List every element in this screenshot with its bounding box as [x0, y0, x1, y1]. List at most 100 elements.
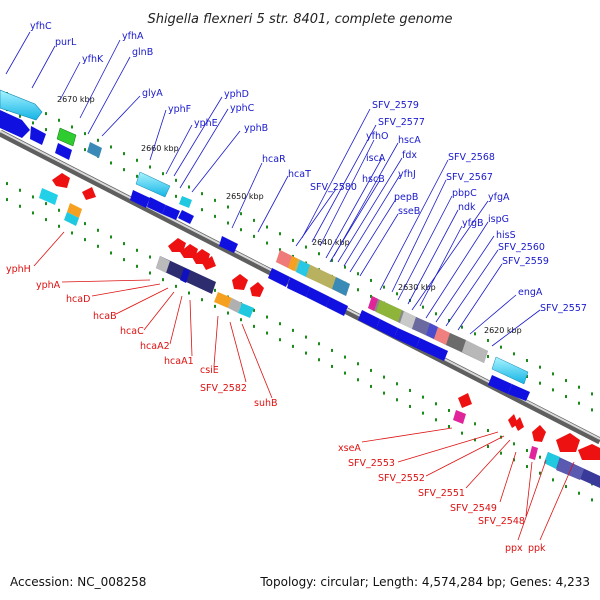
- scale-tick: [357, 288, 359, 292]
- scale-tick: [487, 444, 489, 448]
- scale-tick: [149, 271, 151, 275]
- gene-label: ispG: [488, 214, 509, 225]
- scale-tick: [539, 455, 541, 459]
- scale-tick: [253, 308, 255, 312]
- feature-arrow-forward: [268, 268, 290, 287]
- scale-tick: [240, 212, 242, 216]
- scale-tick: [357, 378, 359, 382]
- feature-arrow-forward: [30, 126, 46, 145]
- gene-label: SFV_2551: [418, 488, 465, 499]
- gene-label: hcaT: [288, 169, 311, 180]
- scale-tick: [292, 344, 294, 348]
- scale-tick: [253, 324, 255, 328]
- scale-tick: [84, 132, 86, 136]
- scale-tick: [396, 292, 398, 296]
- feature-arrow-forward: [416, 338, 448, 361]
- scale-tick: [45, 128, 47, 132]
- scale-tick: [71, 125, 73, 129]
- scale-tick: [487, 428, 489, 432]
- gene-label: SFV_2582: [200, 383, 247, 394]
- scale-tick: [266, 331, 268, 335]
- gene-label: SFV_2557: [540, 303, 587, 314]
- gene-label: hcaB: [93, 311, 117, 322]
- scale-tick: [136, 248, 138, 252]
- scale-label: 2650 kbp: [226, 192, 264, 201]
- scale-tick: [357, 272, 359, 276]
- scale-tick: [474, 332, 476, 336]
- gene-label: purL: [55, 37, 77, 48]
- gene-label: suhB: [254, 398, 278, 409]
- scale-tick: [97, 228, 99, 232]
- scale-tick: [201, 298, 203, 302]
- feature-block-cyan: [39, 188, 58, 205]
- scale-tick: [84, 238, 86, 242]
- scale-tick: [331, 258, 333, 262]
- scale-tick: [318, 252, 320, 256]
- scale-tick: [123, 168, 125, 172]
- scale-tick: [188, 291, 190, 295]
- feature-block-cyan: [0, 89, 43, 121]
- scale-tick: [292, 238, 294, 242]
- gene-label: glyA: [142, 88, 163, 99]
- scale-tick: [344, 355, 346, 359]
- gene-label: yfhK: [82, 54, 104, 65]
- gene-label: yphH: [6, 264, 31, 275]
- scale-tick: [45, 202, 47, 206]
- scale-tick: [188, 185, 190, 189]
- scale-tick: [552, 478, 554, 482]
- scale-tick: [539, 365, 541, 369]
- scale-tick: [279, 248, 281, 252]
- scale-tick: [448, 318, 450, 322]
- scale-tick: [539, 381, 541, 385]
- gene-label: yphF: [168, 104, 191, 115]
- feature-arrow-forward: [178, 210, 194, 224]
- gene-label: SFV_2548: [478, 516, 525, 527]
- scale-tick: [97, 244, 99, 248]
- scale-tick: [32, 211, 34, 215]
- scale-tick: [513, 458, 515, 462]
- scale-tick: [526, 375, 528, 379]
- gene-label: yfhC: [30, 21, 52, 32]
- scale-tick: [422, 395, 424, 399]
- scale-tick: [422, 411, 424, 415]
- gene-label: SFV_2549: [450, 503, 497, 514]
- scale-tick: [565, 485, 567, 489]
- scale-tick: [448, 408, 450, 412]
- gene-label: engA: [518, 287, 543, 298]
- scale-tick: [409, 388, 411, 392]
- gene-label: SFV_2553: [348, 458, 395, 469]
- scale-tick: [240, 228, 242, 232]
- scale-tick: [110, 161, 112, 165]
- feature-arrow-reverse: [514, 417, 524, 431]
- feature-arrow-forward: [306, 287, 330, 307]
- scale-label: 2660 kbp: [141, 144, 179, 153]
- gene-label: SFV_2579: [372, 100, 419, 111]
- feature-arrow-forward: [55, 143, 72, 160]
- scale-tick: [84, 222, 86, 226]
- scale-tick: [84, 148, 86, 152]
- gene-label: hcaD: [66, 294, 90, 305]
- scale-tick: [123, 242, 125, 246]
- scale-tick: [370, 384, 372, 388]
- feature-block-magenta: [529, 446, 538, 460]
- gene-label: glnB: [132, 47, 153, 58]
- gene-label: pbpC: [452, 188, 477, 199]
- feature-arrow-reverse: [532, 425, 546, 442]
- feature-arrow-forward: [147, 197, 166, 214]
- scale-tick: [474, 422, 476, 426]
- scale-tick: [240, 318, 242, 322]
- scale-tick: [110, 235, 112, 239]
- scale-tick: [123, 258, 125, 262]
- scale-tick: [110, 251, 112, 255]
- scale-tick: [487, 338, 489, 342]
- scale-tick: [253, 234, 255, 238]
- scale-labels: 2670 kbp 2660 kbp 2650 kbp 2640 kbp 2630…: [57, 95, 522, 335]
- scale-tick: [461, 431, 463, 435]
- scale-tick: [19, 188, 21, 192]
- feature-arrow-reverse: [578, 444, 600, 460]
- feature-arrow-reverse: [180, 244, 198, 258]
- scale-tick: [175, 178, 177, 182]
- scale-tick: [71, 231, 73, 235]
- scale-tick: [435, 418, 437, 422]
- scale-tick: [266, 315, 268, 319]
